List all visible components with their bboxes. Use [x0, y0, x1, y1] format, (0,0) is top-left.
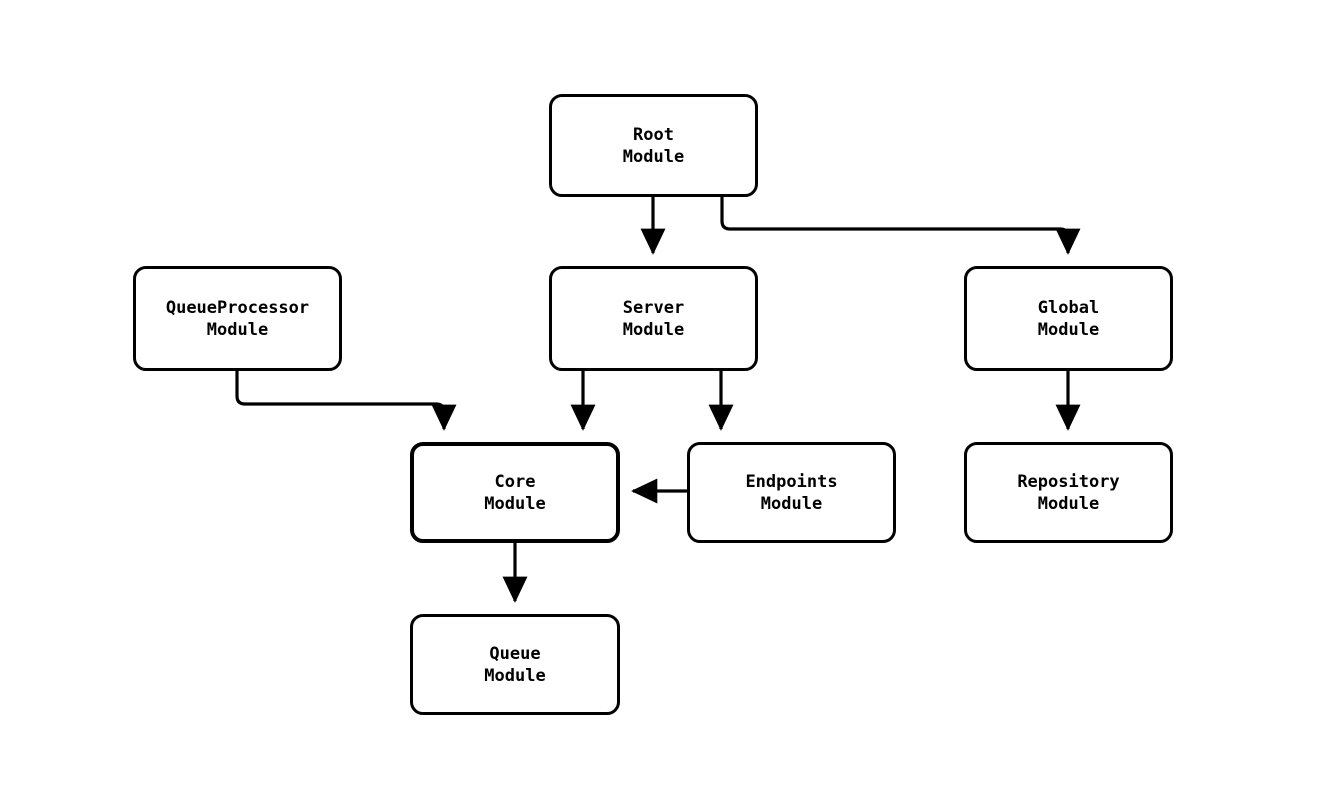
node-root-module-label-line1: Root	[633, 124, 674, 145]
edge-root-to-global	[720, 197, 1081, 255]
node-queue-module-label-line2: Module	[484, 665, 546, 686]
node-queueprocessor-module[interactable]: QueueProcessor Module	[133, 266, 342, 371]
node-server-module-label-line1: Server	[622, 297, 685, 318]
node-global-module-label-line2: Module	[1037, 319, 1100, 340]
node-endpoints-module-label-line2: Module	[760, 493, 823, 514]
node-endpoints-module[interactable]: Endpoints Module	[687, 442, 896, 543]
node-global-module[interactable]: Global Module	[964, 266, 1173, 371]
node-server-module[interactable]: Server Module	[549, 266, 758, 371]
node-core-module-label-line1: Core	[494, 471, 536, 492]
edge-queueprocessor-to-core	[235, 371, 457, 431]
node-repository-module-label-line2: Module	[1037, 493, 1100, 514]
node-core-module-label-line2: Module	[484, 493, 546, 514]
node-queueprocessor-module-label-line2: Module	[206, 319, 269, 340]
node-core-module[interactable]: Core Module	[410, 442, 620, 543]
node-root-module[interactable]: Root Module	[549, 94, 758, 197]
node-repository-module[interactable]: Repository Module	[964, 442, 1173, 543]
node-repository-module-label-line1: Repository	[1017, 471, 1120, 492]
node-queue-module[interactable]: Queue Module	[410, 614, 620, 715]
node-root-module-label-line2: Module	[622, 146, 685, 167]
node-queueprocessor-module-label-line1: QueueProcessor	[165, 297, 310, 318]
node-server-module-label-line2: Module	[622, 319, 685, 340]
node-endpoints-module-label-line1: Endpoints	[745, 471, 838, 492]
node-global-module-label-line1: Global	[1037, 297, 1100, 318]
node-queue-module-label-line1: Queue	[489, 643, 541, 664]
